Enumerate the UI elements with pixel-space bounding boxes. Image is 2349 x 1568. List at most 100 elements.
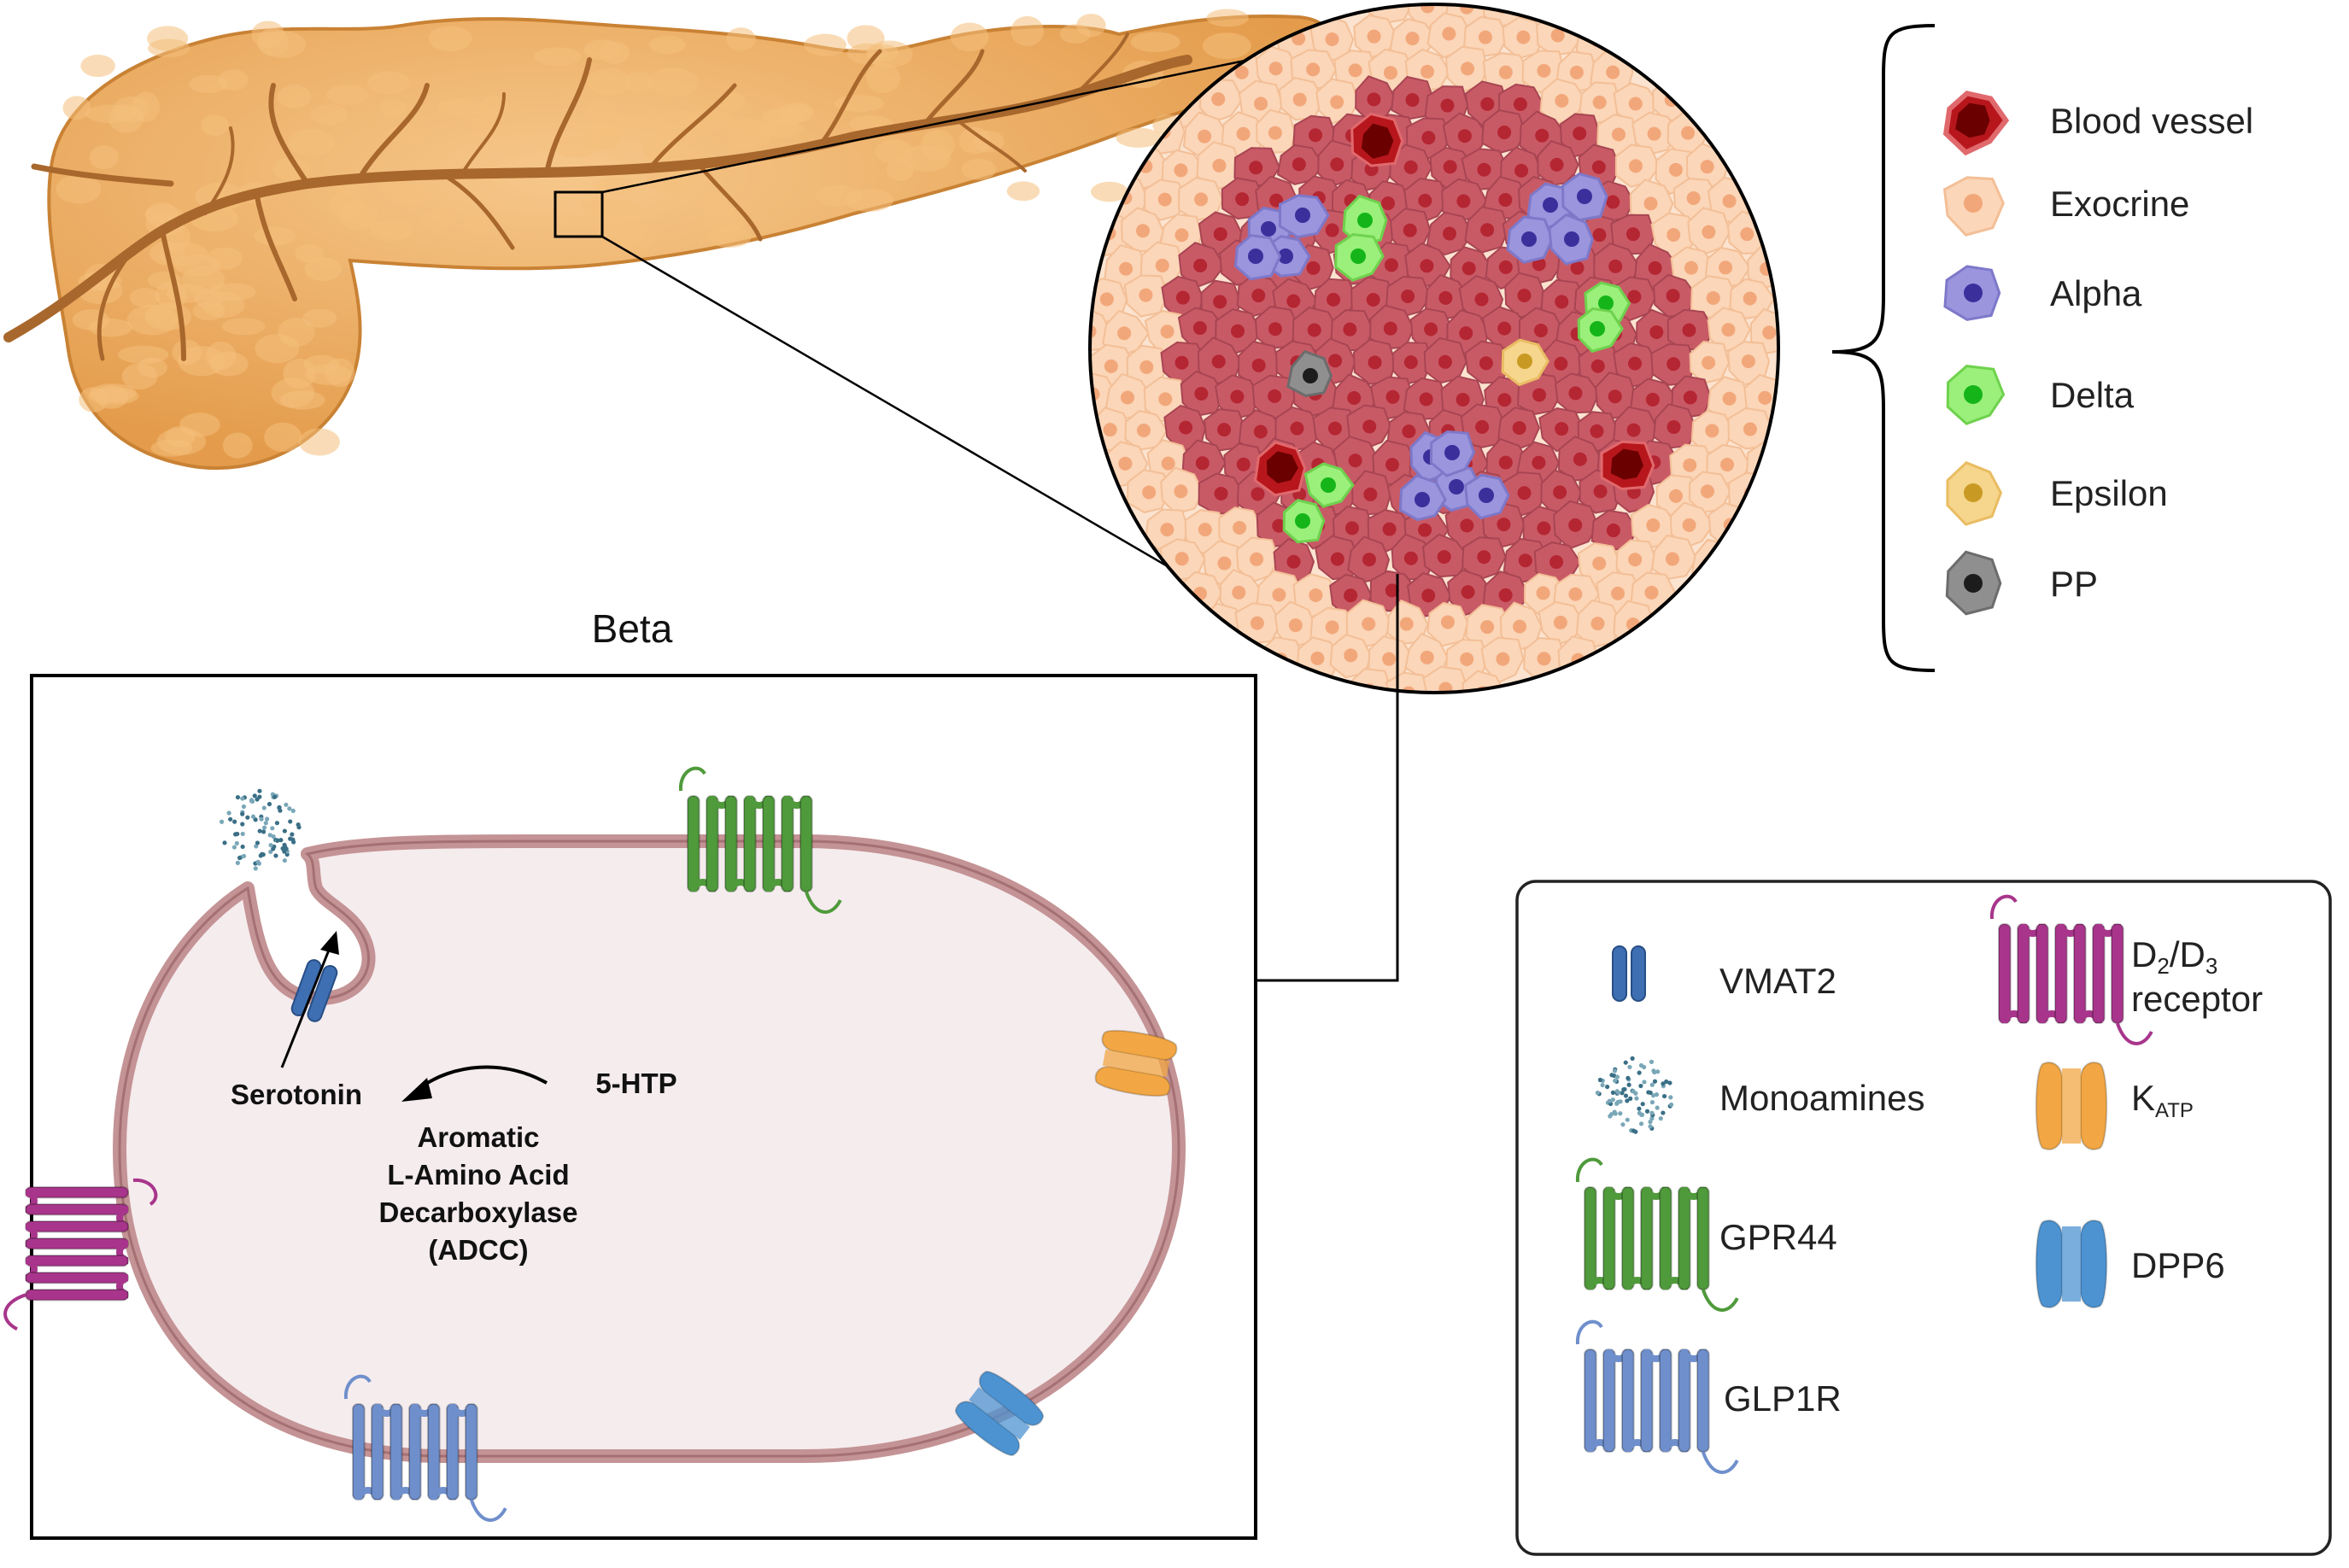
monoamine-dot [1626, 1075, 1631, 1080]
seven-tm-receptor [1575, 1319, 1739, 1474]
pancreas-lobule [961, 158, 997, 180]
tm-helix [706, 795, 719, 892]
beta-nucleus [1348, 453, 1362, 468]
tm-helix [25, 1255, 129, 1267]
monoamine-dot [252, 793, 257, 799]
legend-label-pp: PP [2050, 564, 2098, 604]
monoamine-dot [219, 819, 225, 824]
exocrine-nucleus [1367, 29, 1381, 44]
monoamine-dot [1630, 1056, 1635, 1061]
beta-nucleus [1403, 355, 1418, 370]
exocrine-nucleus [1722, 194, 1737, 208]
delta-nucleus [1350, 249, 1366, 264]
monoamine-dot [263, 821, 268, 826]
pancreas-lobule [304, 257, 342, 282]
exocrine-nucleus [1442, 26, 1456, 41]
monoamine-dot [235, 794, 241, 800]
beta-nucleus [1424, 322, 1438, 336]
monoamine-dot [245, 815, 250, 820]
receptor-terminus [1989, 894, 2018, 920]
beta-nucleus [1606, 524, 1620, 538]
monoamine-dot [1618, 1111, 1623, 1116]
pancreas-lobule [56, 174, 102, 204]
exocrine-nucleus [1119, 261, 1133, 276]
tm-helix [2054, 923, 2068, 1024]
beta-nucleus [1568, 518, 1583, 532]
beta-nucleus [1306, 260, 1321, 275]
beta-nucleus [1418, 523, 1432, 537]
pancreas-lobule [653, 109, 701, 141]
channel-subunit [2079, 1062, 2108, 1150]
tm-helix [408, 1403, 422, 1501]
monoamine-dot [296, 822, 301, 828]
seven-tm-receptor [3, 1178, 158, 1331]
beta-nucleus [1268, 389, 1282, 403]
monoamine-dot [1652, 1079, 1658, 1084]
exocrine-nucleus [1762, 325, 1777, 340]
beta-nucleus [1230, 389, 1245, 404]
beta-nucleus [1402, 424, 1416, 439]
beta-nucleus [1286, 294, 1301, 308]
legend-monoamines: Monoamines [1595, 1056, 1924, 1134]
exocrine-nucleus [1306, 62, 1321, 77]
exocrine-nucleus [1647, 126, 1661, 141]
pancreas-lobule [647, 67, 699, 97]
monoamine-dot [255, 840, 261, 845]
exocrine-nucleus [1721, 323, 1736, 337]
exocrine-nucleus [1569, 65, 1584, 79]
exocrine-nucleus [1719, 260, 1733, 275]
monoamine-dot [261, 805, 267, 810]
exocrine-nucleus [1174, 228, 1189, 243]
alpha-nucleus [1479, 488, 1494, 503]
exocrine-nucleus [1498, 65, 1513, 79]
monoamine-dot [274, 821, 279, 826]
pancreas-lobule [283, 358, 316, 389]
beta-nucleus [1174, 355, 1189, 370]
tm-helix [1621, 1349, 1635, 1453]
ion-channel [2035, 1220, 2108, 1308]
monoamine-dot [1661, 1081, 1666, 1086]
epsilon-icon-nucleus [1964, 483, 1983, 502]
beta-nucleus [1418, 193, 1432, 208]
d2d3-receptor-icon [1989, 894, 2153, 1045]
exocrine-nucleus [1606, 65, 1620, 79]
katp-k: K [2131, 1078, 2155, 1118]
pp-nucleus [1303, 368, 1318, 383]
pancreas-lobule [192, 301, 226, 321]
exocrine-nucleus [1139, 360, 1154, 374]
beta-nucleus [1366, 293, 1380, 307]
monoamine-dot [240, 844, 245, 850]
monoamine-dot [282, 847, 287, 852]
pancreas-lobule [865, 40, 913, 68]
monoamine-dot [240, 811, 245, 816]
exocrine-nucleus [1537, 652, 1551, 666]
beta-cell [113, 834, 1186, 1463]
alpha-nucleus [1449, 479, 1464, 494]
exocrine-nucleus [1758, 390, 1772, 405]
pancreas-lobule [726, 27, 756, 51]
beta-nucleus [1456, 392, 1470, 407]
delta-nucleus [1590, 321, 1605, 336]
exocrine-nucleus [1644, 585, 1659, 600]
beta-nucleus [1498, 260, 1513, 274]
exocrine-nucleus [1592, 556, 1607, 570]
exocrine-nucleus [1099, 292, 1114, 307]
monoamine-dot [1605, 1084, 1610, 1090]
monoamine-dot [257, 828, 262, 834]
beta-nucleus [1498, 193, 1513, 208]
pancreas-lobule [649, 35, 686, 55]
alpha-icon-nucleus [1964, 284, 1983, 302]
exocrine-nucleus [1382, 652, 1397, 666]
beta-nucleus [1347, 390, 1362, 405]
beta-nucleus [1344, 521, 1359, 535]
exocrine-nucleus [1104, 359, 1118, 373]
beta-nucleus [1235, 192, 1250, 207]
tm-helix [25, 1203, 129, 1216]
exocrine-nucleus [1592, 95, 1607, 109]
pancreas-lobule [62, 96, 91, 120]
beta-nucleus [1211, 354, 1226, 369]
beta-nucleus [1403, 160, 1418, 174]
pancreas-lobule [778, 102, 812, 122]
exocrine-nucleus [1536, 586, 1550, 600]
beta-nucleus [1403, 223, 1417, 237]
